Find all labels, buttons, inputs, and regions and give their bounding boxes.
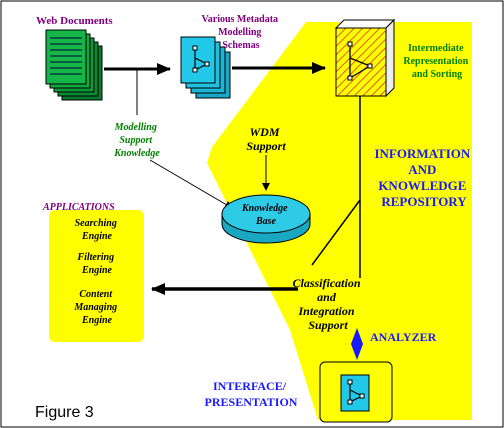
modelling-support-line-1: Modelling bbox=[114, 122, 157, 133]
repository-line-1: INFORMATION bbox=[374, 146, 470, 161]
interface-label: INTERFACE/ PRESENTATION bbox=[205, 379, 298, 409]
app-searching-line-2: Engine bbox=[81, 231, 113, 242]
repository-line-3: KNOWLEDGE bbox=[378, 178, 466, 193]
modelling-support-label: Modelling Support Knowledge bbox=[113, 122, 160, 159]
app-searching-engine: Searching Engine bbox=[75, 218, 120, 242]
classification-line-1: Classification bbox=[292, 276, 360, 290]
classification-line-3: Integration bbox=[297, 304, 354, 318]
intermediate-line-3: and Sorting bbox=[412, 69, 462, 80]
repository-line-4: REPOSITORY bbox=[381, 194, 467, 209]
app-filtering-engine: Filtering Engine bbox=[76, 252, 116, 276]
app-searching-line-1: Searching bbox=[75, 218, 117, 229]
app-content-line-3: Engine bbox=[81, 315, 113, 326]
metadata-schemas-line-1: Various Metadata bbox=[201, 14, 278, 25]
app-filtering-line-2: Engine bbox=[81, 265, 113, 276]
analyzer-label: ANALYZER bbox=[370, 330, 437, 344]
wdm-support-line-2: Support bbox=[246, 139, 286, 153]
schema-stack-icon bbox=[180, 36, 231, 99]
applications-box bbox=[49, 210, 144, 342]
wdm-support-line-1: WDM bbox=[249, 125, 279, 139]
app-content-line-1: Content bbox=[79, 289, 113, 300]
analyzer-diamond bbox=[351, 328, 363, 360]
knowledge-base-label: Knowledge Base bbox=[241, 203, 290, 227]
metadata-schemas-label: Various Metadata Modelling Schemas bbox=[201, 14, 280, 51]
repository-diagonal-line bbox=[311, 199, 361, 266]
intermediate-label: Intermediate Representation and Sorting bbox=[403, 43, 470, 80]
app-content-managing-engine: Content Managing Engine bbox=[73, 289, 119, 326]
metadata-schemas-line-2: Modelling bbox=[218, 27, 261, 38]
figure-caption: Figure 3 bbox=[35, 404, 94, 421]
classification-line-4: Support bbox=[308, 318, 348, 332]
knowledge-base-line-1: Knowledge bbox=[241, 203, 288, 214]
intermediate-line-2: Representation bbox=[403, 56, 468, 67]
interface-icon bbox=[340, 374, 370, 412]
yellow-region bbox=[207, 22, 472, 420]
knowledge-base-line-2: Base bbox=[255, 216, 277, 227]
app-filtering-line-1: Filtering bbox=[76, 252, 114, 263]
wdm-support-label: WDM Support bbox=[246, 125, 286, 153]
knowledge-base-icon bbox=[221, 194, 311, 244]
interface-line-2: PRESENTATION bbox=[205, 395, 298, 409]
arrow-modelling-to-kb bbox=[149, 159, 233, 209]
applications-title: APPLICATIONS bbox=[42, 202, 115, 213]
web-documents-icon bbox=[45, 29, 103, 101]
intermediate-cube-icon bbox=[334, 18, 396, 98]
modelling-support-line-3: Knowledge bbox=[113, 148, 160, 159]
intermediate-line-1: Intermediate bbox=[408, 43, 464, 54]
repository-line-2: AND bbox=[408, 162, 436, 177]
app-content-line-2: Managing bbox=[73, 302, 117, 313]
classification-line-2: and bbox=[317, 290, 337, 304]
metadata-schemas-line-3: Schemas bbox=[222, 40, 259, 51]
interface-line-1: INTERFACE/ bbox=[213, 379, 287, 393]
web-documents-label: Web Documents bbox=[36, 15, 113, 27]
classification-label: Classification and Integration Support bbox=[292, 276, 363, 332]
repository-label: INFORMATION AND KNOWLEDGE REPOSITORY bbox=[374, 146, 473, 209]
modelling-support-line-2: Support bbox=[119, 135, 153, 146]
